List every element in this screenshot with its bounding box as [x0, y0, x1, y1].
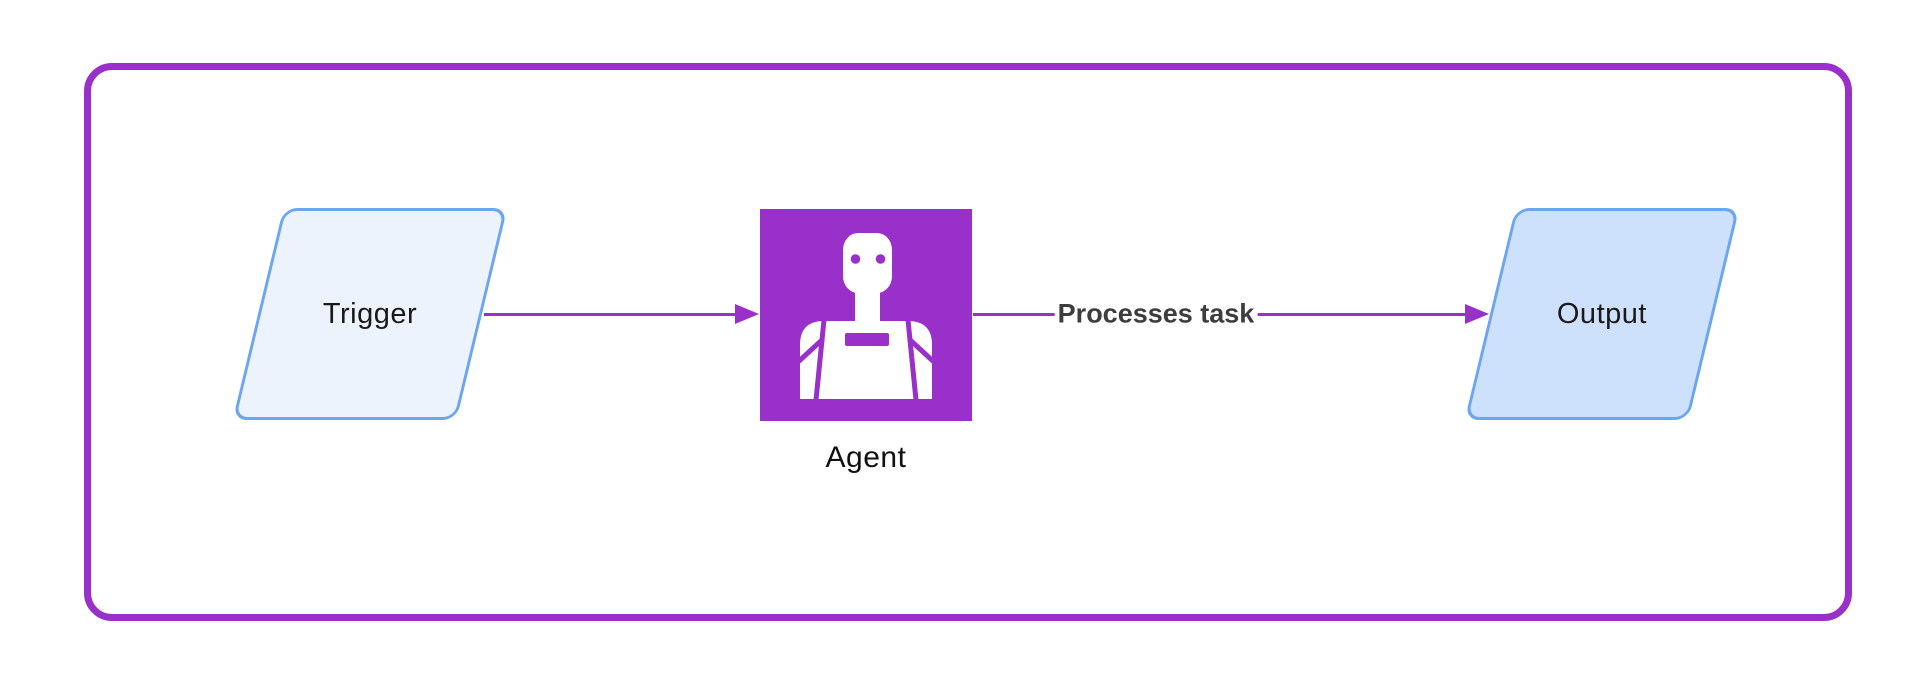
robot-icon — [796, 233, 936, 401]
arrowhead-icon — [735, 304, 759, 324]
output-node-label: Output — [1556, 297, 1648, 330]
agent-node-label: Agent — [825, 441, 907, 474]
diagram-container-frame — [84, 63, 1852, 621]
edge-label-processes-task: Processes task — [1054, 297, 1258, 331]
arrowhead-icon — [1465, 304, 1489, 324]
trigger-node-label: Trigger — [322, 297, 418, 330]
edge-trigger-to-agent — [484, 313, 736, 316]
agent-node — [760, 209, 972, 421]
